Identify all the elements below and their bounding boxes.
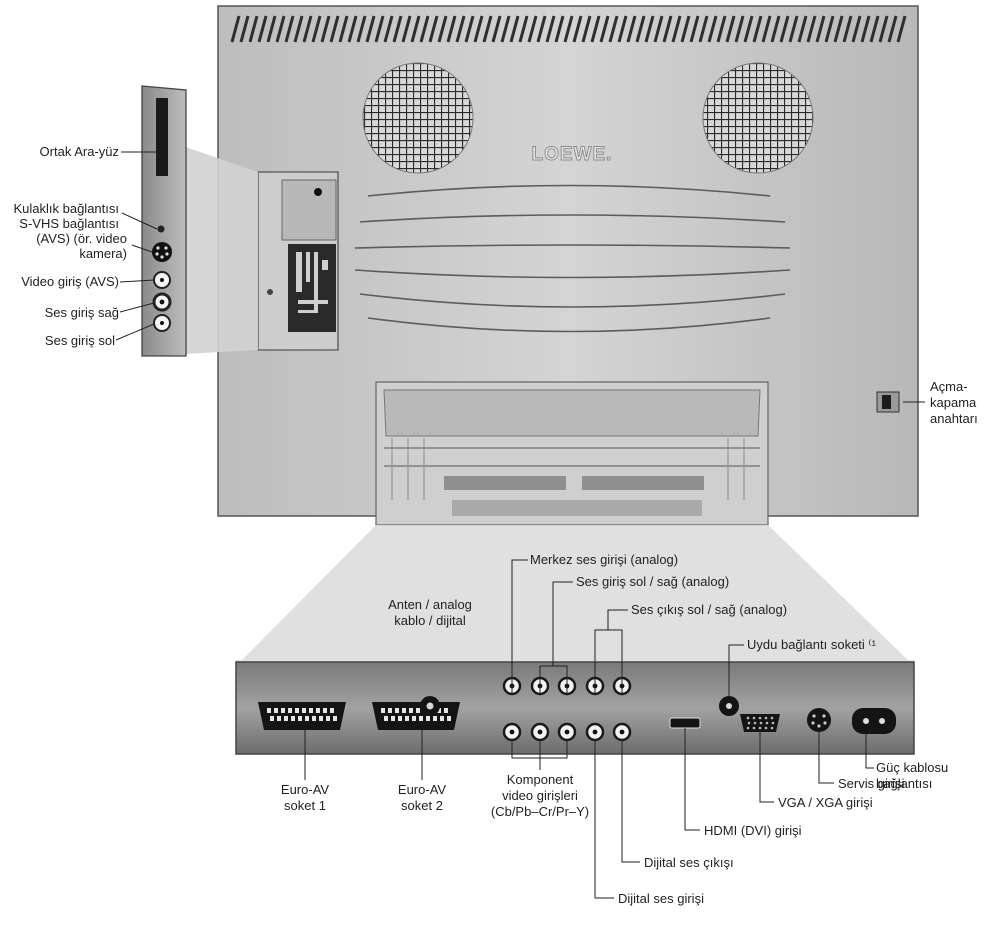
screw-hole [267,289,273,295]
side-recess-inner [281,179,337,241]
label-satellite: Uydu bağlantı soketi ⁽¹ [747,637,876,652]
label-common-interface: Ortak Ara-yüz [39,144,119,159]
label-euro-av-1-b: soket 1 [284,798,326,813]
power-switch-rocker [882,395,891,409]
connector-panel [235,661,915,755]
side-leader-lines [115,151,158,341]
label-antenna-1: Anten / analog [388,597,472,612]
label-hdmi: HDMI (DVI) girişi [704,823,802,838]
label-digital-out: Dijital ses çıkışı [644,855,734,870]
label-power-switch-2: kapama [930,395,977,410]
type-label-sticker [288,244,336,332]
common-interface-slot [156,98,168,176]
screw-hole [314,188,322,196]
label-audio-in-right: Ses giriş sağ [44,305,119,320]
label-digital-in: Dijital ses girişi [618,891,704,906]
label-component-2: video girişleri [502,788,578,803]
side-panel [141,85,187,357]
label-euro-av-1-a: Euro-AV [280,782,330,797]
top-vent-slots [230,15,907,43]
service-port [807,708,831,732]
euro-av-1-connector [258,702,346,730]
label-headphone: Kulaklık bağlantısı [13,201,119,216]
label-component-3: (Cb/Pb–Cr/Pr–Y) [490,804,590,819]
label-svhs-3: kamera) [79,246,127,261]
label-audio-out-lr: Ses çıkış sol / sağ (analog) [631,602,788,617]
label-power-switch-3: anahtarı [930,411,978,426]
power-socket [852,708,896,734]
svhs-jack [152,242,172,262]
rear-ridges [354,184,791,333]
label-audio-in-left: Ses giriş sol [44,333,115,348]
connector-leader-lines [304,559,874,899]
label-svhs-1: S-VHS bağlantısı [19,216,119,231]
label-power-cable-1: Güç kablosu [876,760,949,775]
brand-logo: LOEWE. [532,144,613,165]
label-video-in: Video giriş (AVS) [21,274,119,289]
right-speaker-grille [702,62,814,174]
label-audio-in-lr: Ses giriş sol / sağ (analog) [576,574,730,589]
headphone-jack [157,225,165,233]
euro-av-2-connector [372,702,460,730]
label-component-1: Komponent [506,772,574,787]
label-euro-av-2-a: Euro-AV [397,782,447,797]
label-power-cable-2: bağlantısı [876,776,933,791]
left-speaker-grille [362,62,474,174]
label-antenna-2: kablo / dijital [394,613,466,628]
label-euro-av-2-b: soket 2 [401,798,443,813]
label-vga: VGA / XGA girişi [778,795,873,810]
hdmi-port [669,717,701,729]
connector-projection [240,525,910,662]
label-service: Servis girişi [838,776,905,791]
label-power-switch-1: Açma- [930,379,968,394]
label-center-audio: Merkez ses girişi (analog) [530,552,679,567]
label-svhs-2: (AVS) (ör. video [36,231,127,246]
